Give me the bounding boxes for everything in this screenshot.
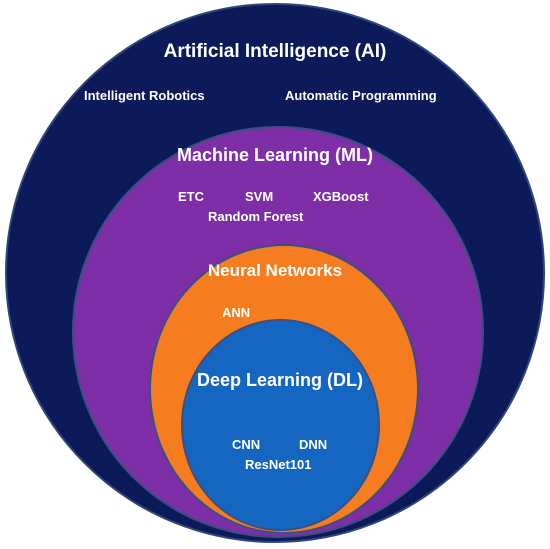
ml-item-svm: SVM <box>245 189 274 204</box>
dl-circle <box>181 319 380 531</box>
nn-title: Neural Networks <box>207 261 343 280</box>
dl-item-dnn: DNN <box>299 437 328 452</box>
ml-title: Machine Learning (ML) <box>176 145 373 165</box>
ai-title: Artificial Intelligence (AI) <box>163 41 387 62</box>
ml-item-random-forest: Random Forest <box>208 209 304 224</box>
ai-item-intelligent-robotics: Intelligent Robotics <box>84 88 205 103</box>
dl-item-resnet101: ResNet101 <box>245 457 312 472</box>
dl-item-cnn: CNN <box>232 437 261 452</box>
ml-item-xgboost: XGBoost <box>313 189 369 204</box>
nn-item-ann: ANN <box>222 305 251 320</box>
ml-item-etc: ETC <box>178 189 204 204</box>
ai-item-automatic-programming: Automatic Programming <box>285 88 437 103</box>
dl-title: Deep Learning (DL) <box>196 370 363 390</box>
